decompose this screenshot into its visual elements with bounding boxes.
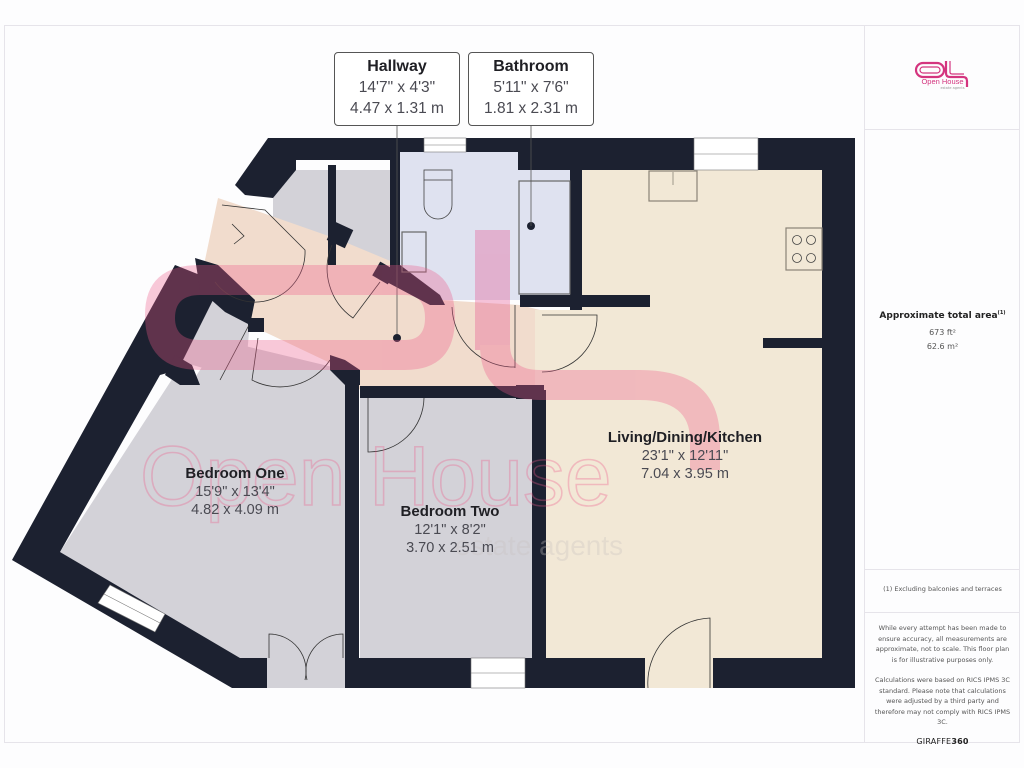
door-bedroom-one-exit-r bbox=[305, 633, 344, 681]
bedroom-two-metric: 3.70 x 2.51 m bbox=[406, 540, 494, 556]
door-living bbox=[541, 314, 598, 373]
toilet-cistern bbox=[423, 169, 453, 181]
bedroom-one-imperial: 15'9" x 13'4" bbox=[195, 484, 275, 500]
watermark-logo-mark bbox=[145, 265, 455, 370]
toilet-bowl bbox=[423, 180, 453, 220]
watermark: Open House estate agents bbox=[139, 230, 720, 561]
entry-arrow bbox=[231, 223, 245, 245]
door-bedroom-one bbox=[251, 337, 331, 388]
disclaimer-rics: Calculations were based on RICS IPMS 3C … bbox=[874, 676, 1011, 726]
kitchen-hob bbox=[785, 227, 823, 271]
bedroom-two-floor bbox=[360, 398, 532, 658]
windows bbox=[97, 137, 759, 689]
doors bbox=[214, 204, 711, 689]
bathroom-floor bbox=[400, 152, 572, 300]
walls bbox=[12, 138, 855, 688]
hallway-floor bbox=[195, 198, 540, 390]
footnote-section: (1) Excluding balconies and terraces bbox=[865, 570, 1020, 613]
bathroom-callout: Bathroom 5'11" x 7'6" 1.81 x 2.31 m bbox=[468, 52, 594, 126]
fixtures bbox=[393, 152, 823, 342]
hallway-metric: 4.47 x 1.31 m bbox=[350, 100, 444, 117]
hallway-name: Hallway bbox=[367, 58, 427, 75]
bedroom-one-floor bbox=[60, 340, 345, 658]
bath-tub bbox=[518, 180, 571, 295]
living-label: Living/Dining/Kitchen 23'1" x 12'11" 7.0… bbox=[570, 428, 800, 483]
bedroom-two-label: Bedroom Two 12'1" x 8'2" 3.70 x 2.51 m bbox=[365, 502, 535, 557]
door-bedroom-two bbox=[367, 397, 425, 453]
hallway-callout: Hallway 14'7" x 4'3" 4.47 x 1.31 m bbox=[334, 52, 460, 126]
hallway-imperial: 14'7" x 4'3" bbox=[358, 79, 436, 96]
bedroom-one-metric: 4.82 x 4.09 m bbox=[191, 502, 279, 518]
door-bathroom bbox=[451, 306, 516, 368]
disclaimer-accuracy: While every attempt has been made to ens… bbox=[875, 624, 1010, 664]
bedroom-two-name: Bedroom Two bbox=[400, 503, 500, 520]
bathroom-metric: 1.81 x 2.31 m bbox=[484, 100, 578, 117]
bedroom-two-imperial: 12'1" x 8'2" bbox=[414, 522, 486, 538]
living-floor bbox=[535, 170, 822, 658]
open-house-logo-icon bbox=[914, 61, 969, 87]
living-door-gap bbox=[645, 658, 713, 688]
living-name: Living/Dining/Kitchen bbox=[607, 429, 763, 446]
disclaimer-section: While every attempt has been made to ens… bbox=[865, 613, 1020, 746]
living-metric: 7.04 x 3.95 m bbox=[641, 466, 729, 482]
door-living-exit bbox=[647, 617, 711, 689]
watermark-subtext: estate agents bbox=[455, 530, 623, 561]
bedroom-one-label: Bedroom One 15'9" x 13'4" 4.82 x 4.09 m bbox=[150, 464, 320, 519]
door-closet bbox=[219, 324, 250, 381]
provider-brand: GIRAFFE360 bbox=[916, 736, 969, 746]
door-hall-2 bbox=[326, 244, 381, 319]
logo-text: Open House bbox=[921, 77, 964, 86]
area-sqft: 673 ft² bbox=[929, 328, 956, 337]
door-hall-1 bbox=[214, 204, 306, 303]
bathroom-imperial: 5'11" x 7'6" bbox=[493, 79, 569, 96]
area-title: Approximate total area(1) bbox=[879, 310, 1006, 321]
logo-section: Open House estate agents bbox=[865, 25, 1020, 130]
watermark-text: Open House bbox=[140, 429, 612, 523]
living-imperial: 23'1" x 12'11" bbox=[641, 448, 729, 464]
logo-subtext: estate agents bbox=[940, 86, 965, 90]
info-sidebar: Open House estate agents Approximate tot… bbox=[864, 25, 1020, 746]
footnote-text: (1) Excluding balconies and terraces bbox=[883, 585, 1002, 593]
kitchen-sink bbox=[648, 170, 698, 202]
area-section: Approximate total area(1) 673 ft² 62.6 m… bbox=[865, 130, 1020, 570]
bedroom-one-name: Bedroom One bbox=[185, 465, 285, 482]
bathroom-basin bbox=[401, 231, 427, 273]
area-sqm: 62.6 m² bbox=[926, 342, 959, 351]
bathroom-name: Bathroom bbox=[493, 58, 569, 75]
